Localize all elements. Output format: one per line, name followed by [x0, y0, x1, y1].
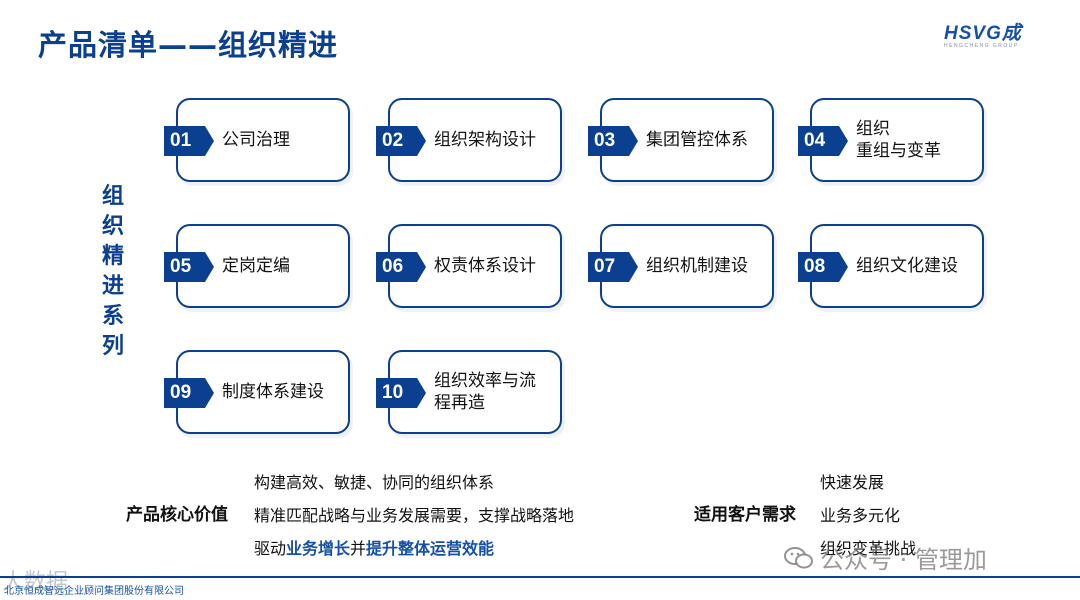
logo-mark: HSVG成	[944, 23, 1022, 44]
customer-need-item: 快速发展	[820, 473, 885, 492]
card-number-badge: 09	[164, 378, 214, 408]
core-value-line-2: 精准匹配战略与业务发展需要，支撑战略落地	[254, 506, 575, 525]
card-number-badge: 05	[164, 252, 214, 282]
card-label: 制度体系建设	[222, 382, 324, 402]
footer-divider	[0, 576, 1080, 578]
product-card: 06 权责体系设计	[376, 224, 562, 308]
logo-subtitle: HENGCHENG GROUP	[944, 43, 1019, 49]
core-value-line-3: 驱动业务增长并提升整体运营效能	[254, 532, 574, 565]
core-value-line-3-c: 并	[350, 539, 367, 558]
watermark-text: 公众号 · 管理加	[820, 546, 987, 574]
card-label: 组织效率与流 程再造	[434, 371, 536, 413]
card-number-badge: 10	[376, 378, 426, 408]
core-value-line-1: 构建高效、敏捷、协同的组织体系	[254, 473, 495, 492]
core-value-highlight-growth: 业务增长	[286, 539, 351, 558]
card-number-badge: 07	[588, 252, 638, 282]
card-number-badge: 06	[376, 252, 426, 282]
core-value-label: 产品核心价值	[126, 505, 228, 525]
footer-company-name: 北京恒成智远企业顾问集团股份有限公司	[4, 586, 184, 597]
card-number-badge: 02	[376, 126, 426, 156]
card-number-badge: 01	[164, 126, 214, 156]
wechat-watermark: 公众号 · 管理加	[784, 540, 987, 575]
card-label: 组织机制建设	[646, 256, 748, 276]
customer-need-item: 业务多元化	[820, 506, 901, 525]
card-label: 公司治理	[222, 130, 290, 150]
product-card: 08 组织文化建设	[798, 224, 984, 308]
page-title: 产品清单——组织精进	[38, 28, 339, 62]
product-card: 07 组织机制建设	[588, 224, 774, 308]
customer-need-item: 组织变革挑战	[820, 539, 917, 558]
company-logo: HSVG成 HENGCHENG GROUP	[944, 18, 1044, 50]
customer-needs-list: 快速发展 业务多元化 组织变革挑战	[820, 466, 916, 565]
product-card: 09 制度体系建设	[164, 350, 350, 434]
card-number-badge: 04	[798, 126, 848, 156]
card-label: 定岗定编	[222, 256, 290, 276]
core-value-highlight-efficiency: 提升整体运营效能	[366, 539, 495, 558]
product-card: 10 组织效率与流 程再造	[376, 350, 562, 434]
watermark-text-secondary: 大数据	[2, 570, 69, 595]
card-label: 集团管控体系	[646, 130, 748, 150]
product-card: 05 定岗定编	[164, 224, 350, 308]
product-card: 02 组织架构设计	[376, 98, 562, 182]
product-card: 01 公司治理	[164, 98, 350, 182]
product-card: 03 集团管控体系	[588, 98, 774, 182]
series-vertical-title: 组织精进系列	[101, 184, 124, 359]
card-label: 权责体系设计	[434, 256, 536, 276]
core-value-list: 构建高效、敏捷、协同的组织体系 精准匹配战略与业务发展需要，支撑战略落地 驱动业…	[254, 466, 574, 565]
card-label: 组织文化建设	[856, 256, 958, 276]
product-card: 04 组织 重组与变革	[798, 98, 984, 182]
card-number-badge: 08	[798, 252, 848, 282]
card-label: 组织架构设计	[434, 130, 536, 150]
core-value-line-3-a: 驱动	[254, 539, 287, 558]
wechat-icon	[784, 545, 814, 571]
customer-needs-label: 适用客户需求	[694, 505, 796, 525]
card-number-badge: 03	[588, 126, 638, 156]
card-label: 组织 重组与变革	[856, 119, 941, 161]
